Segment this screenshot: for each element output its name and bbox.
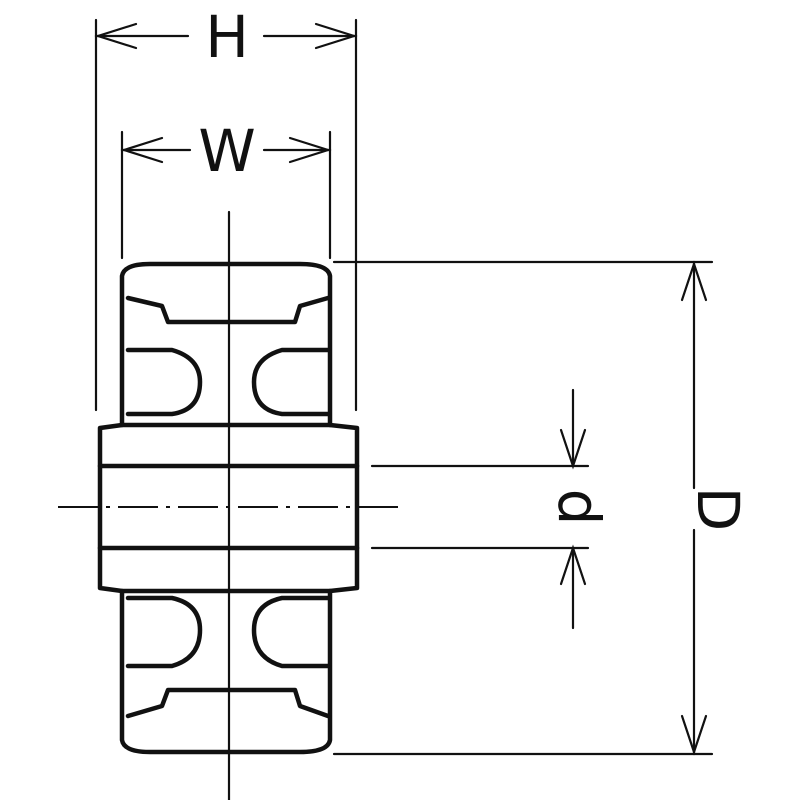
lower-left-recess (125, 595, 203, 669)
bore-arrow-up-icon (559, 544, 587, 586)
dimension-w: W (120, 117, 332, 260)
bore-arrow-down-icon (559, 428, 587, 470)
upper-tread-band (125, 295, 331, 325)
dimension-d-outer: D (332, 260, 752, 756)
lower-tread-outline (119, 588, 333, 755)
d-bore-label: d (545, 489, 613, 526)
upper-left-recess (125, 347, 203, 417)
w-arrow-left-icon (120, 136, 164, 164)
w-label: W (198, 117, 255, 185)
lower-tread-band (125, 687, 331, 719)
d-outer-label: D (684, 487, 752, 532)
upper-right-recess (251, 347, 331, 417)
dimension-h: H (94, 3, 358, 412)
h-arrow-left-icon (94, 22, 138, 50)
h-label: H (205, 3, 249, 71)
h-arrow-right-icon (314, 22, 358, 50)
d-arrow-bottom-icon (680, 714, 708, 756)
dimension-d-bore: d (370, 388, 613, 630)
lower-right-recess (251, 595, 331, 669)
upper-tread-outline (119, 261, 333, 428)
w-arrow-right-icon (288, 136, 332, 164)
d-arrow-top-icon (680, 260, 708, 302)
